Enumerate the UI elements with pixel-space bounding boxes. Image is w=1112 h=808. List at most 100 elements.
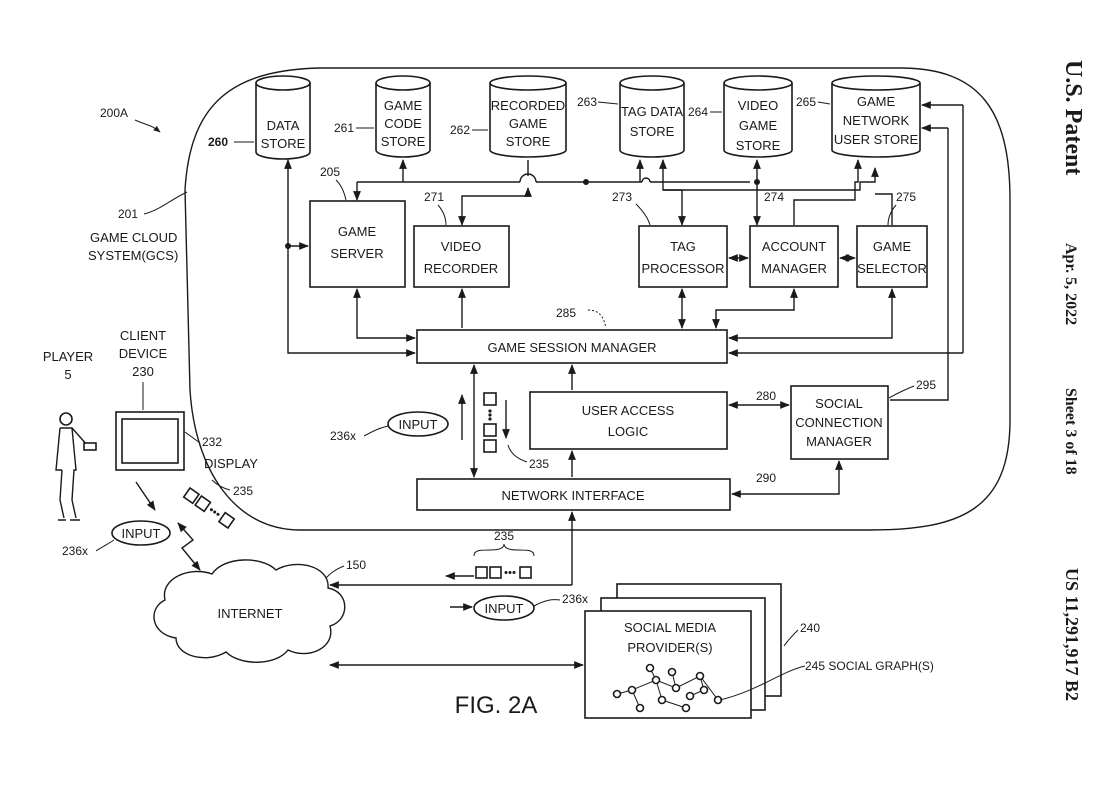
game-selector-number: 275 <box>896 190 916 204</box>
svg-text:SOCIAL MEDIA: SOCIAL MEDIA <box>624 620 716 635</box>
svg-text:GAME: GAME <box>739 118 778 133</box>
patent-label: U.S. Patent <box>1060 60 1086 175</box>
svg-text:STORE: STORE <box>630 124 675 139</box>
cloud-icon <box>153 559 346 663</box>
data-store-number: 260 <box>208 135 228 149</box>
svg-text:NETWORK: NETWORK <box>843 113 910 128</box>
svg-text:TAG DATA: TAG DATA <box>621 104 683 119</box>
svg-text:PROVIDER(S): PROVIDER(S) <box>627 640 712 655</box>
svg-text:236x: 236x <box>62 544 88 558</box>
account-manager: ACCOUNT MANAGER 274 <box>749 190 839 288</box>
svg-text:SOCIAL: SOCIAL <box>815 396 863 411</box>
svg-text:SERVER: SERVER <box>330 246 383 261</box>
network-interface: NETWORK INTERFACE 290 <box>416 471 776 511</box>
internet-number: 150 <box>346 558 366 572</box>
game-network-user-store-number: 265 <box>796 95 816 109</box>
gcs-number: 201 <box>118 207 138 221</box>
video-game-store: VIDEO GAME STORE 264 <box>688 75 793 158</box>
patent-header: U.S. Patent Apr. 5, 2022 Sheet 3 of 18 U… <box>1060 60 1086 701</box>
packets-number-inner: 235 <box>529 457 549 471</box>
game-selector: GAME SELECTOR 275 <box>856 190 928 288</box>
account-manager-number: 274 <box>764 190 784 204</box>
social-media-provider: SOCIAL MEDIA PROVIDER(S) 240 245 SOCIAL … <box>584 583 934 719</box>
svg-text:LOGIC: LOGIC <box>608 424 648 439</box>
svg-text:DEVICE: DEVICE <box>119 346 168 361</box>
input-inner: INPUT 236x <box>330 411 449 443</box>
svg-text:MANAGER: MANAGER <box>806 434 872 449</box>
svg-text:GAME SESSION MANAGER: GAME SESSION MANAGER <box>487 340 656 355</box>
packet-icon <box>483 392 497 406</box>
session-manager-number: 285 <box>556 306 576 320</box>
video-recorder-number: 271 <box>424 190 444 204</box>
packets-outbound: 235 <box>473 529 535 579</box>
client-device: CLIENT DEVICE 230 232 DISPLAY <box>115 328 258 471</box>
svg-text:INPUT: INPUT <box>122 526 161 541</box>
input-internet: INPUT 236x <box>473 592 588 621</box>
svg-text:USER ACCESS: USER ACCESS <box>582 403 675 418</box>
game-code-store: GAME CODE STORE 261 <box>334 75 431 158</box>
person-icon <box>55 412 97 521</box>
social-connection-manager: SOCIAL CONNECTION MANAGER 295 <box>790 378 936 460</box>
video-game-store-number: 264 <box>688 105 708 119</box>
svg-text:RECORDED: RECORDED <box>491 98 565 113</box>
svg-text:235: 235 <box>494 529 514 543</box>
patent-sheet: Sheet 3 of 18 <box>1062 388 1079 475</box>
input-client: INPUT 236x <box>62 520 171 558</box>
internet: INTERNET 150 <box>153 558 366 663</box>
svg-text:236x: 236x <box>562 592 588 606</box>
svg-text:RECORDER: RECORDER <box>424 261 498 276</box>
svg-text:MANAGER: MANAGER <box>761 261 827 276</box>
svg-text:PLAYER: PLAYER <box>43 349 93 364</box>
svg-text:CLIENT: CLIENT <box>120 328 166 343</box>
tag-data-store: TAG DATA STORE 263 <box>577 75 685 158</box>
svg-text:DATA: DATA <box>267 118 300 133</box>
video-recorder: VIDEO RECORDER 271 <box>413 190 510 288</box>
svg-text:NETWORK INTERFACE: NETWORK INTERFACE <box>501 488 644 503</box>
network-interface-number: 290 <box>756 471 776 485</box>
svg-text:GAME: GAME <box>509 116 548 131</box>
patent-number: US 11,291,917 B2 <box>1062 568 1082 701</box>
svg-text:STORE: STORE <box>261 136 306 151</box>
svg-text:STORE: STORE <box>506 134 551 149</box>
game-network-user-store: GAME NETWORK USER STORE 265 <box>796 75 921 158</box>
user-access-number: 280 <box>756 389 776 403</box>
display-number: 232 <box>202 435 222 449</box>
svg-text:STORE: STORE <box>736 138 781 153</box>
svg-text:230: 230 <box>132 364 154 379</box>
svg-text:ACCOUNT: ACCOUNT <box>762 239 826 254</box>
social-graph-label: 245 SOCIAL GRAPH(S) <box>805 659 934 673</box>
svg-text:CODE: CODE <box>384 116 422 131</box>
game-server-number: 205 <box>320 165 340 179</box>
gcs-label-2: SYSTEM(GCS) <box>88 248 178 263</box>
svg-text:STORE: STORE <box>381 134 426 149</box>
tag-data-store-number: 263 <box>577 95 597 109</box>
svg-text:TAG: TAG <box>670 239 696 254</box>
connections <box>135 101 964 669</box>
social-media-number: 240 <box>800 621 820 635</box>
svg-text:236x: 236x <box>330 429 356 443</box>
recorded-game-store-number: 262 <box>450 123 470 137</box>
tag-processor-number: 273 <box>612 190 632 204</box>
svg-text:INPUT: INPUT <box>485 601 524 616</box>
internet-label: INTERNET <box>218 606 283 621</box>
gcs-boundary <box>184 67 1011 531</box>
svg-text:GAME: GAME <box>873 239 912 254</box>
display-label: DISPLAY <box>204 456 258 471</box>
social-conn-number: 295 <box>916 378 936 392</box>
svg-text:GAME: GAME <box>857 94 896 109</box>
svg-text:SELECTOR: SELECTOR <box>857 261 927 276</box>
packets-number-client: 235 <box>233 484 253 498</box>
network-graph-icon <box>612 663 723 713</box>
svg-text:GAME: GAME <box>338 224 377 239</box>
game-code-store-number: 261 <box>334 121 354 135</box>
svg-text:VIDEO: VIDEO <box>441 239 481 254</box>
svg-text:CONNECTION: CONNECTION <box>795 415 882 430</box>
figure-title: FIG. 2A <box>455 692 538 719</box>
system-ref: 200A <box>100 106 128 120</box>
svg-text:GAME: GAME <box>384 98 423 113</box>
client-packets <box>182 486 236 530</box>
svg-text:INPUT: INPUT <box>399 417 438 432</box>
recorded-game-store: RECORDED GAME STORE 262 <box>450 75 567 158</box>
